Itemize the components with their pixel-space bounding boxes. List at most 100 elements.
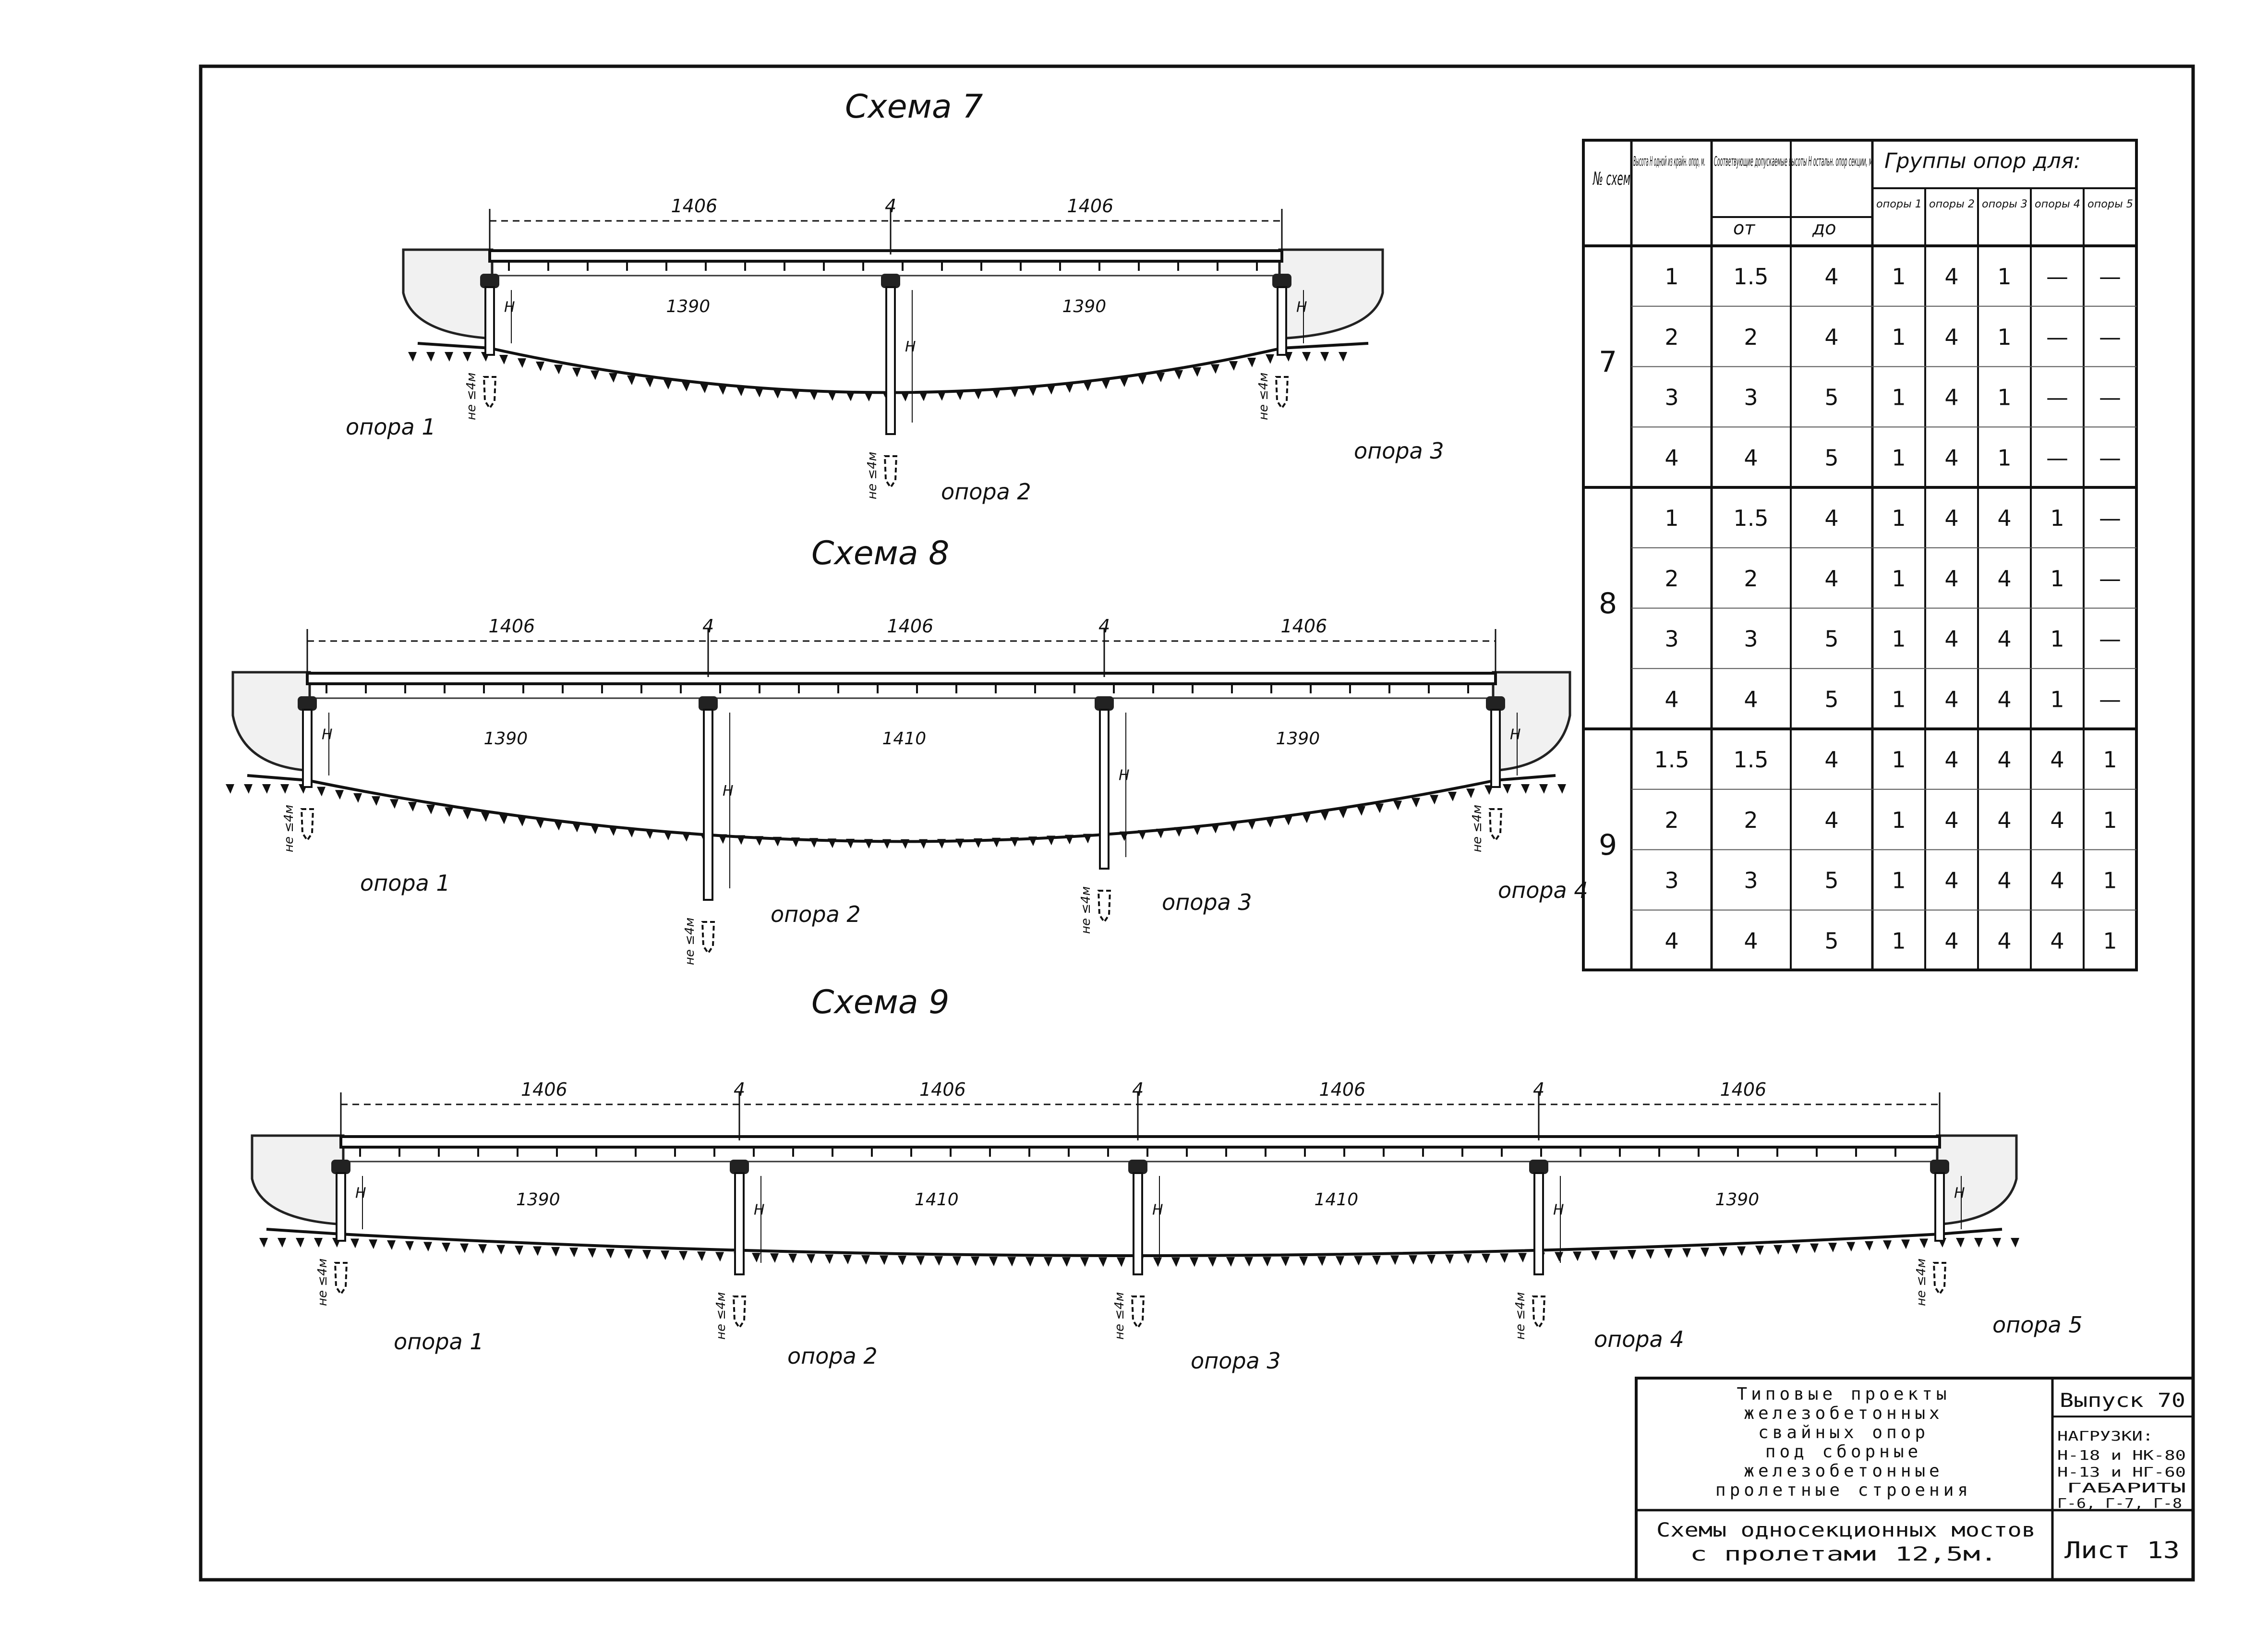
table-cell: 4	[2050, 807, 2064, 833]
ground-hatch	[1482, 1253, 1490, 1263]
project-title-line: свайных опор	[1758, 1423, 1929, 1442]
right-embankment	[1936, 1134, 2018, 1226]
ground-hatch	[1098, 1257, 1107, 1267]
ground-hatch	[369, 1239, 377, 1249]
clear-span-value: 1390	[666, 297, 711, 316]
dimension-value: 1406	[489, 616, 535, 637]
dimension-value: 1406	[1281, 616, 1327, 637]
ground-hatch	[1320, 352, 1329, 362]
ground-hatch	[518, 358, 526, 368]
table-cell: 1	[1997, 445, 2011, 471]
ground-hatch	[1919, 1238, 1928, 1248]
ground-hatch	[1010, 388, 1019, 398]
ground-hatch	[423, 1242, 432, 1252]
ground-hatch	[1339, 352, 1347, 362]
table-cell: 4	[1824, 566, 1838, 592]
ground-hatch	[1409, 1255, 1417, 1265]
ground-hatch	[1284, 816, 1292, 826]
ground-hatch	[1174, 370, 1183, 380]
table-cell: 4	[1997, 868, 2011, 894]
ground-hatch	[387, 1240, 396, 1250]
loads-line-2: Н-13 и НГ-60	[2057, 1464, 2186, 1480]
ground-hatch	[551, 1247, 560, 1257]
ground-hatch	[682, 832, 690, 842]
table-cell: 4	[1997, 505, 2011, 531]
ground-hatch	[1974, 1238, 1983, 1247]
pile-tip	[334, 1262, 348, 1296]
table-cell: 5	[1824, 626, 1838, 652]
dimension-value: 1406	[1319, 1079, 1366, 1100]
pier-cap	[881, 274, 900, 288]
ground-hatch	[1591, 1251, 1600, 1261]
clear-span-value: 1390	[1715, 1190, 1760, 1210]
ground-hatch	[1010, 837, 1019, 847]
ground-hatch	[664, 831, 672, 841]
ground-hatch	[478, 1244, 487, 1254]
table-cell: 1	[1892, 868, 1906, 894]
ground-hatch	[1466, 788, 1475, 799]
ground-hatch	[1411, 798, 1420, 808]
dimension-value: 1406	[671, 195, 718, 217]
pile	[1277, 286, 1287, 356]
ground-hatch	[1156, 373, 1165, 383]
table-cell: 1.5	[1733, 747, 1768, 773]
ground-hatch	[773, 389, 782, 399]
table-cell: 4	[2050, 747, 2064, 773]
ground-hatch	[1646, 1249, 1654, 1259]
height-label: H	[754, 1202, 765, 1219]
sheet-number: Лист 13	[2064, 1537, 2180, 1564]
pier-cap	[730, 1160, 749, 1174]
clear-span-value: 1410	[915, 1190, 959, 1210]
pile	[1099, 709, 1110, 870]
ground-hatch	[1120, 831, 1128, 841]
ground-hatch	[460, 1243, 469, 1253]
height-label: H	[723, 783, 734, 799]
project-title-line: железобетонные	[1744, 1461, 1943, 1481]
depth-label: не ≤4м	[714, 1292, 728, 1340]
clear-span-value: 1390	[1062, 297, 1107, 316]
table-cell: 4	[1824, 324, 1838, 350]
ground-hatch	[1281, 1257, 1290, 1267]
table-cell: 3	[1744, 868, 1758, 894]
project-title-line: под сборные	[1765, 1442, 1922, 1462]
ground-hatch	[1375, 803, 1384, 813]
ground-hatch	[609, 826, 617, 836]
pile-tip	[1532, 1296, 1546, 1330]
pile-tip	[1275, 376, 1289, 410]
height-label: H	[504, 299, 515, 316]
pile	[703, 709, 713, 901]
ground-hatch	[843, 1255, 852, 1265]
ground-hatch	[1737, 1246, 1746, 1256]
table-cell: 4	[1744, 686, 1758, 712]
ground-hatch	[1193, 367, 1201, 377]
ground-hatch	[572, 823, 581, 833]
ground-hatch	[682, 382, 690, 392]
left-embankment	[251, 1134, 345, 1226]
pile	[484, 286, 495, 356]
deck-slab	[488, 249, 1283, 263]
table-frame	[1582, 139, 2138, 971]
gauge-label: ГАБАРИТЫ	[2067, 1480, 2186, 1496]
ground-hatch	[880, 1255, 888, 1265]
ground-hatch	[536, 362, 544, 372]
ground-hatch	[1792, 1244, 1800, 1254]
ground-hatch	[259, 1238, 268, 1247]
pile	[1490, 709, 1501, 788]
table-cell: 3	[1665, 868, 1678, 894]
height-label: H	[1553, 1202, 1564, 1219]
table-cell: 4	[1944, 868, 1958, 894]
ground-hatch	[1393, 800, 1402, 811]
table-cell: 4	[1944, 807, 1958, 833]
ground-hatch	[1263, 1257, 1271, 1267]
ground-hatch	[262, 784, 271, 794]
ground-hatch	[1153, 1257, 1162, 1267]
ground-hatch	[350, 1238, 359, 1248]
depth-label: не ≤4м	[1914, 1259, 1929, 1306]
ground-hatch	[296, 1238, 304, 1247]
table-cell: —	[2099, 505, 2121, 531]
